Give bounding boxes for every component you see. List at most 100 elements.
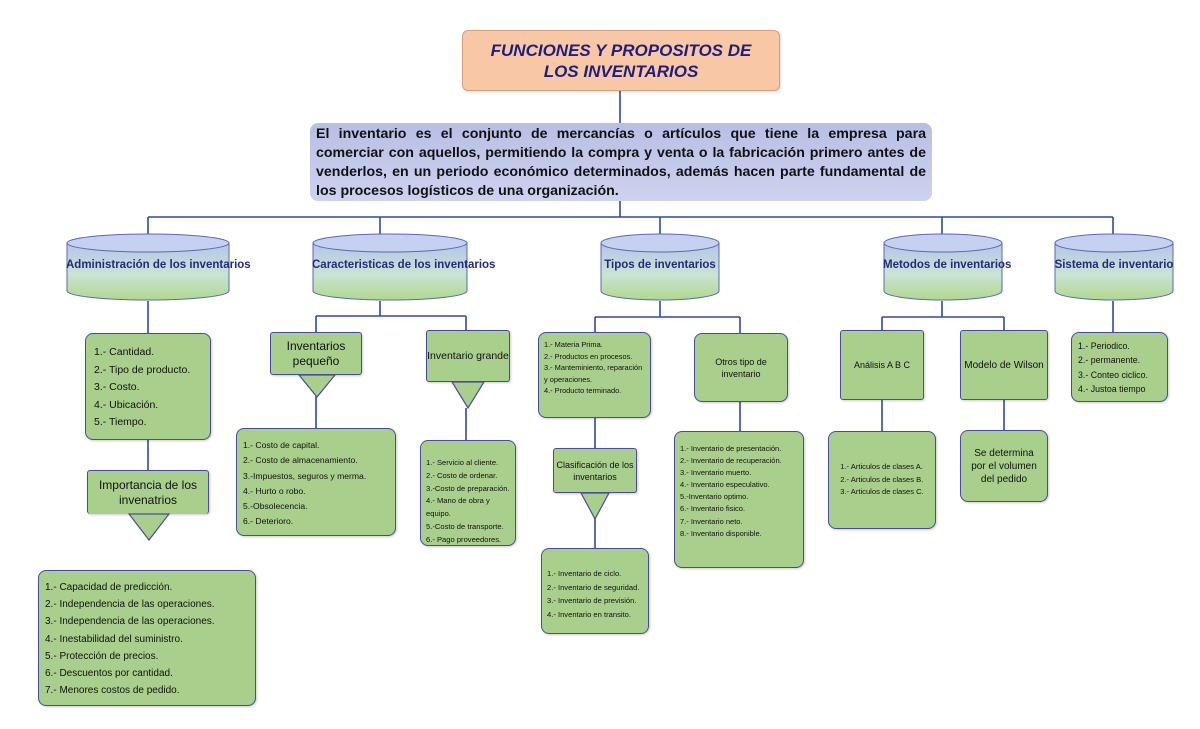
grande-label: Inventario grande xyxy=(427,349,509,362)
category-label: Tipos de inventarios xyxy=(604,259,716,271)
list-item: 1.- Servicio al cliente. xyxy=(426,458,499,467)
list-item: 4.- Hurto o robo. xyxy=(243,485,306,496)
tipos-items-box: 1.- Materia Prima. 2.- Productos en proce… xyxy=(538,332,651,418)
grande-arrow xyxy=(451,381,485,409)
importancia-arrow xyxy=(128,513,170,541)
list-item: 4.- Justoa tiempo xyxy=(1078,383,1146,394)
list-item: 1.- Costo de capital. xyxy=(243,440,320,450)
otros-label: Otros tipo de inventario xyxy=(715,356,767,379)
main-title: FUNCIONES Y PROPOSITOS DE LOS INVENTARIO… xyxy=(462,30,780,91)
cylinder-shape xyxy=(600,233,720,301)
category-label: Sistema de inventario xyxy=(1054,259,1174,271)
category-label: Metodos de inventarios xyxy=(883,259,1012,271)
list-item: 3.- Conteo ciclico. xyxy=(1078,369,1148,380)
sistema-items-box: 1.- Periodico. 2.- permanente. 3.- Conteo … xyxy=(1071,332,1168,402)
category-metodos: Metodos de inventarios xyxy=(883,233,1012,303)
wilson-desc-box: Se determina por el volumen del pedido xyxy=(960,430,1048,502)
list-item: 4.- Inventario en transito. xyxy=(547,609,631,619)
list-item: 6.- Inventario fisico. xyxy=(680,504,746,514)
sistema-items-list: 1.- Periodico. 2.- permanente. 3.- Conteo … xyxy=(1078,339,1161,396)
cylinder-shape xyxy=(66,233,230,301)
list-item: 5.- Protección de precios. xyxy=(45,650,159,662)
list-item: 2.- Costo de ordenar. xyxy=(426,470,498,480)
grande-label-box: Inventario grande xyxy=(426,330,510,382)
list-item: 1.- Inventario de ciclo. xyxy=(547,569,622,578)
list-item: 1.- Periodico. xyxy=(1078,341,1130,351)
pequeno-label-box: Inventarios pequeño xyxy=(270,332,362,375)
list-item: 2.- permanente. xyxy=(1078,355,1141,366)
list-item: 5.-Obsolecencia. xyxy=(243,501,308,512)
list-item: 2.- Inventario de recuperación. xyxy=(680,456,782,466)
otros-items-list: 1.- Inventario de presentación. 2.- Inven… xyxy=(680,443,798,540)
abc-label-box: Análisis A B C xyxy=(840,330,924,400)
clasificacion-arrow xyxy=(580,492,610,520)
wilson-description: Se determina por el volumen del pedido xyxy=(971,447,1037,485)
list-item: 3.- Inventario de previsión. xyxy=(547,596,637,605)
administracion-items-box: 1.- Cantidad. 2.- Tipo de producto. 3.- Co… xyxy=(85,333,211,440)
clasificacion-items-list: 1.- Inventario de ciclo. 2.- Inventario d… xyxy=(547,567,643,621)
list-item: 2.- Tipo de producto. xyxy=(94,363,191,376)
list-item: 2.- Productos en procesos. xyxy=(544,351,633,361)
pequeno-arrow xyxy=(298,374,336,398)
grande-items-list: 1.- Servicio al cliente. 2.- Costo de ord… xyxy=(426,457,511,547)
list-item: 3.-Costo de preparación. xyxy=(426,483,510,493)
category-tipos: Tipos de inventarios xyxy=(600,233,720,303)
administracion-items-list: 1.- Cantidad. 2.- Tipo de producto. 3.- Co… xyxy=(94,344,202,432)
wilson-label: Modelo de Wilson xyxy=(964,359,1044,371)
abc-items-box: 1.- Articulos de clases A. 2.- Articulos … xyxy=(828,431,936,529)
pequeno-items-box: 1.- Costo de capital. 2.- Costo de almace… xyxy=(236,428,396,536)
abc-items-list: 1.- Articulos de clases A. 2.- Articulos … xyxy=(840,461,924,499)
clasificacion-items-box: 1.- Inventario de ciclo. 2.- Inventario d… xyxy=(541,548,649,634)
list-item: 4.- Producto terminado. xyxy=(544,386,622,395)
list-item: 4.- Ubicación. xyxy=(94,398,159,411)
list-item: 3.-Impuestos, seguros y merma. xyxy=(243,470,367,481)
list-item: 1.- Articulos de clases A. xyxy=(840,462,923,472)
category-caracteristicas: Caracteristicas de los inventarios xyxy=(312,233,496,303)
list-item: 2.- Articulos de clases B. xyxy=(840,474,924,484)
list-item: 6.- Deterioro. xyxy=(243,516,294,527)
list-item: 2.- Independencia de las operaciones. xyxy=(45,599,215,611)
abc-label: Análisis A B C xyxy=(853,360,911,370)
clasificacion-label: Clasificación de los inventarios xyxy=(556,459,634,482)
otros-items-box: 1.- Inventario de presentación. 2.- Inven… xyxy=(674,431,804,568)
importancia-label: Importancia de los invenatrios xyxy=(98,477,198,507)
list-item: 3.- Costo. xyxy=(94,381,140,393)
list-item: 3.- Independencia de las operaciones. xyxy=(45,616,215,628)
list-item: 4.- Inventario especulativo. xyxy=(680,480,770,490)
list-item: 4.- Inestabilidad del suministro. xyxy=(45,633,183,645)
list-item: 5.-Inventario optimo. xyxy=(680,492,749,502)
list-item: 8.- Inventario disponible. xyxy=(680,528,762,538)
list-item: 1.- Cantidad. xyxy=(94,346,155,358)
list-item: 3.- Manteminiento, reparación y operacio… xyxy=(544,363,643,384)
list-item: 7.- Menores costos de pedido. xyxy=(45,685,180,697)
cylinder-shape xyxy=(312,233,468,301)
list-item: 4.- Mano de obra y equipo. xyxy=(426,496,490,519)
list-item: 5.- Tiempo. xyxy=(94,416,147,428)
list-item: 3.- Inventario muerto. xyxy=(680,468,752,478)
pequeno-items-list: 1.- Costo de capital. 2.- Costo de almace… xyxy=(243,438,389,530)
category-label: Caracteristicas de los inventarios xyxy=(312,259,496,271)
list-item: 6.- Descuentos por cantidad. xyxy=(45,668,173,680)
list-item: 2.- Inventario de seguridad. xyxy=(547,582,640,592)
list-item: 5.-Costo de transporte. xyxy=(426,521,504,531)
list-item: 1.- Inventario de presentación. xyxy=(680,444,782,453)
importancia-items-list: 1.- Capacidad de predicción. 2.- Independ… xyxy=(45,579,249,699)
list-item: 7.- Inventario neto. xyxy=(680,516,743,526)
clasificacion-label-box: Clasificación de los inventarios xyxy=(553,448,637,493)
list-item: 1.- Materia Prima. xyxy=(544,340,603,349)
category-label: Administración de los inventarios xyxy=(66,259,251,271)
pequeno-label: Inventarios pequeño xyxy=(286,338,346,368)
list-item: 2.- Costo de almacenamiento. xyxy=(243,455,358,466)
importancia-items-box: 1.- Capacidad de predicción. 2.- Independ… xyxy=(38,570,256,706)
category-administracion: Administración de los inventarios xyxy=(66,233,251,303)
list-item: 3.- Articulos de clases C. xyxy=(840,487,924,497)
list-item: 1.- Capacidad de predicción. xyxy=(45,582,173,593)
definition-box: El inventario es el conjunto de mercancí… xyxy=(310,123,932,201)
otros-label-box: Otros tipo de inventario xyxy=(694,333,788,402)
importancia-label-box: Importancia de los invenatrios xyxy=(87,470,209,514)
cylinder-shape xyxy=(1054,233,1174,301)
cylinder-shape xyxy=(883,233,1003,301)
list-item: 6.- Pago proveedores. xyxy=(426,534,502,544)
